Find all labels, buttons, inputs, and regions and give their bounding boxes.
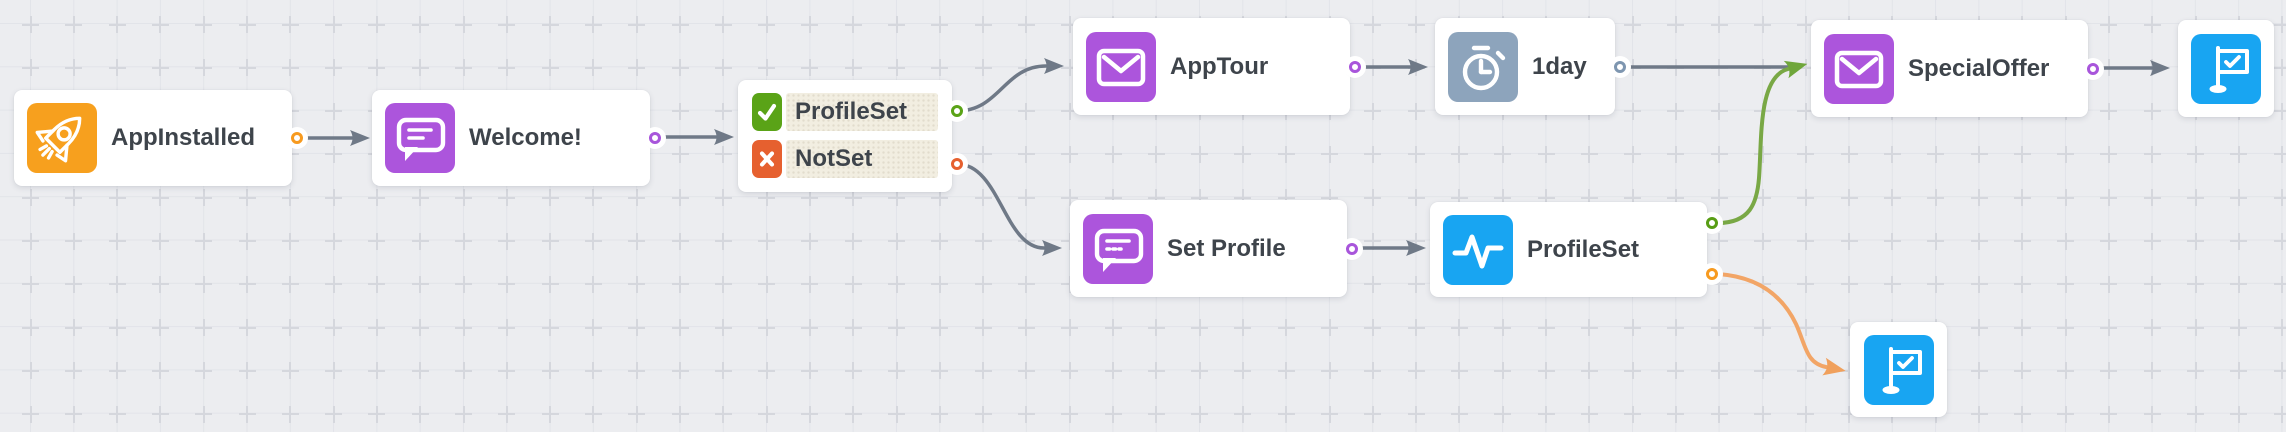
output-port-fallback[interactable] bbox=[1706, 268, 1718, 280]
node-label: AppInstalled bbox=[111, 124, 256, 151]
output-port[interactable] bbox=[1346, 242, 1358, 255]
node-profileset-event[interactable]: ProfileSet bbox=[1430, 202, 1718, 297]
node-setprofile[interactable]: Set Profile bbox=[1070, 200, 1358, 297]
node-label: SpecialOffer bbox=[1908, 54, 2050, 82]
edge-profileset-success bbox=[1716, 60, 1808, 225]
node-condition[interactable]: ProfileSet NotSet bbox=[738, 80, 963, 192]
node-apptour[interactable]: AppTour bbox=[1073, 18, 1361, 115]
node-wait-1day[interactable]: 1day bbox=[1435, 18, 1626, 115]
output-port[interactable] bbox=[2087, 62, 2099, 75]
node-label: 1day bbox=[1532, 52, 1587, 80]
node-end-top[interactable] bbox=[2178, 20, 2274, 117]
rocket-icon bbox=[27, 103, 97, 173]
x-icon bbox=[752, 140, 782, 178]
branch-notset[interactable]: NotSet bbox=[752, 140, 938, 178]
node-label: Set Profile bbox=[1167, 234, 1286, 262]
node-label: Welcome! bbox=[469, 124, 582, 151]
output-port-success[interactable] bbox=[1706, 217, 1718, 229]
node-label: ProfileSet bbox=[1527, 235, 1640, 263]
check-icon bbox=[752, 93, 782, 131]
email-icon bbox=[1824, 33, 1894, 104]
node-label: AppTour bbox=[1170, 52, 1269, 80]
node-appinstalled[interactable]: AppInstalled bbox=[14, 90, 303, 186]
chat-icon bbox=[1083, 213, 1153, 284]
output-port[interactable] bbox=[291, 132, 303, 144]
output-port-true[interactable] bbox=[951, 105, 963, 117]
node-welcome[interactable]: Welcome! bbox=[372, 90, 661, 186]
node-specialoffer[interactable]: SpecialOffer bbox=[1811, 20, 2099, 117]
flag-check-icon bbox=[1863, 334, 1934, 405]
output-port-false[interactable] bbox=[951, 158, 963, 170]
edge-notset-setprofile bbox=[955, 162, 1062, 256]
output-port[interactable] bbox=[1614, 60, 1626, 73]
email-icon bbox=[1086, 31, 1156, 102]
pulse-icon bbox=[1443, 214, 1513, 285]
branch-label: ProfileSet bbox=[786, 93, 938, 131]
chat-icon bbox=[385, 103, 455, 173]
output-port[interactable] bbox=[1349, 60, 1361, 73]
flag-check-icon bbox=[2191, 33, 2261, 104]
branch-profileset[interactable]: ProfileSet bbox=[752, 93, 938, 131]
output-port[interactable] bbox=[649, 132, 661, 144]
edge-profileset-apptour bbox=[955, 58, 1064, 113]
branch-label: NotSet bbox=[786, 140, 938, 178]
timer-icon bbox=[1448, 31, 1518, 102]
node-end-bottom[interactable] bbox=[1850, 322, 1947, 417]
edge-profileset-fallback bbox=[1716, 272, 1846, 376]
